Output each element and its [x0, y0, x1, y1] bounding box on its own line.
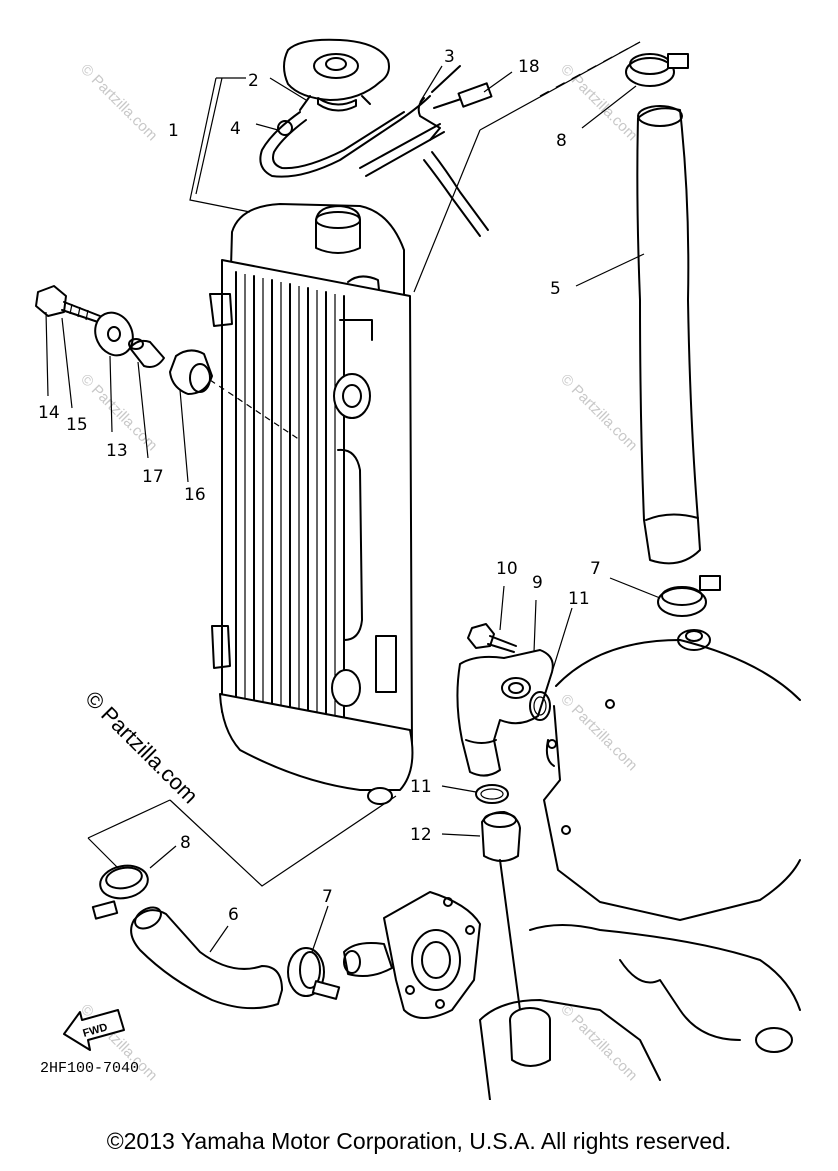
callout-5: 5	[550, 279, 561, 299]
o-ring-upper	[529, 691, 551, 721]
callout-8-upper: 8	[556, 131, 567, 151]
callout-13: 13	[106, 441, 128, 461]
callout-3: 3	[444, 47, 455, 67]
grommet	[169, 349, 213, 395]
radiator	[209, 203, 414, 805]
overflow-hose-short	[259, 95, 431, 178]
hose-band	[433, 82, 493, 109]
lower-hose	[130, 906, 283, 1010]
breather-hose	[359, 65, 489, 237]
watermark-text: © Partzilla.com	[557, 691, 640, 774]
collar	[128, 338, 165, 368]
pump-cover	[343, 891, 481, 1019]
callout-9: 9	[532, 573, 543, 593]
pump-bolt	[467, 623, 517, 653]
callout-17: 17	[142, 467, 164, 487]
hose-clamp-lower	[287, 947, 341, 1000]
copyright-notice: ©2013 Yamaha Motor Corporation, U.S.A. A…	[106, 1128, 732, 1154]
callout-15: 15	[66, 415, 88, 435]
washer	[94, 311, 134, 357]
watermark-text: © Partzilla.com	[77, 61, 160, 144]
callout-16: 16	[184, 485, 206, 505]
upper-hose	[636, 105, 701, 565]
leader-lines	[45, 41, 661, 953]
o-ring-lower	[475, 784, 509, 804]
callout-2: 2	[248, 71, 259, 91]
watermark-text: © Partzilla.com	[557, 1001, 640, 1084]
mounting-bolt	[35, 285, 101, 323]
pump-pipe	[456, 649, 554, 777]
hose-clamp-upper	[625, 53, 689, 87]
parts-diagram: © Partzilla.com © Partzilla.com © Partzi…	[35, 38, 801, 1100]
hose-clamp-mid	[657, 575, 721, 617]
watermark-prominent: © Partzilla.com	[80, 686, 203, 809]
callout-11-upper: 11	[568, 589, 590, 609]
radiator-cap	[283, 38, 390, 112]
callout-10: 10	[496, 559, 518, 579]
hose-clamp-left	[91, 864, 149, 920]
engine-case	[479, 639, 801, 1100]
callout-1: 1	[168, 121, 179, 141]
callout-14: 14	[38, 403, 60, 423]
callout-18: 18	[518, 57, 540, 77]
diagram-code: 2HF100-7040	[40, 1060, 139, 1077]
pipe-joint	[481, 811, 521, 862]
callout-12: 12	[410, 825, 432, 845]
callout-4: 4	[230, 119, 241, 139]
callout-7-upper: 7	[590, 559, 601, 579]
fwd-arrow: FWD	[63, 1009, 125, 1051]
callout-6: 6	[228, 905, 239, 925]
callouts: 1 2 3 4 18 8 5 14 15 13 17 16 7 10 9 11 …	[38, 47, 601, 925]
callout-8-lower: 8	[180, 833, 191, 853]
watermark-text: © Partzilla.com	[557, 371, 640, 454]
callout-7-lower: 7	[322, 887, 333, 907]
callout-11-lower: 11	[410, 777, 432, 797]
